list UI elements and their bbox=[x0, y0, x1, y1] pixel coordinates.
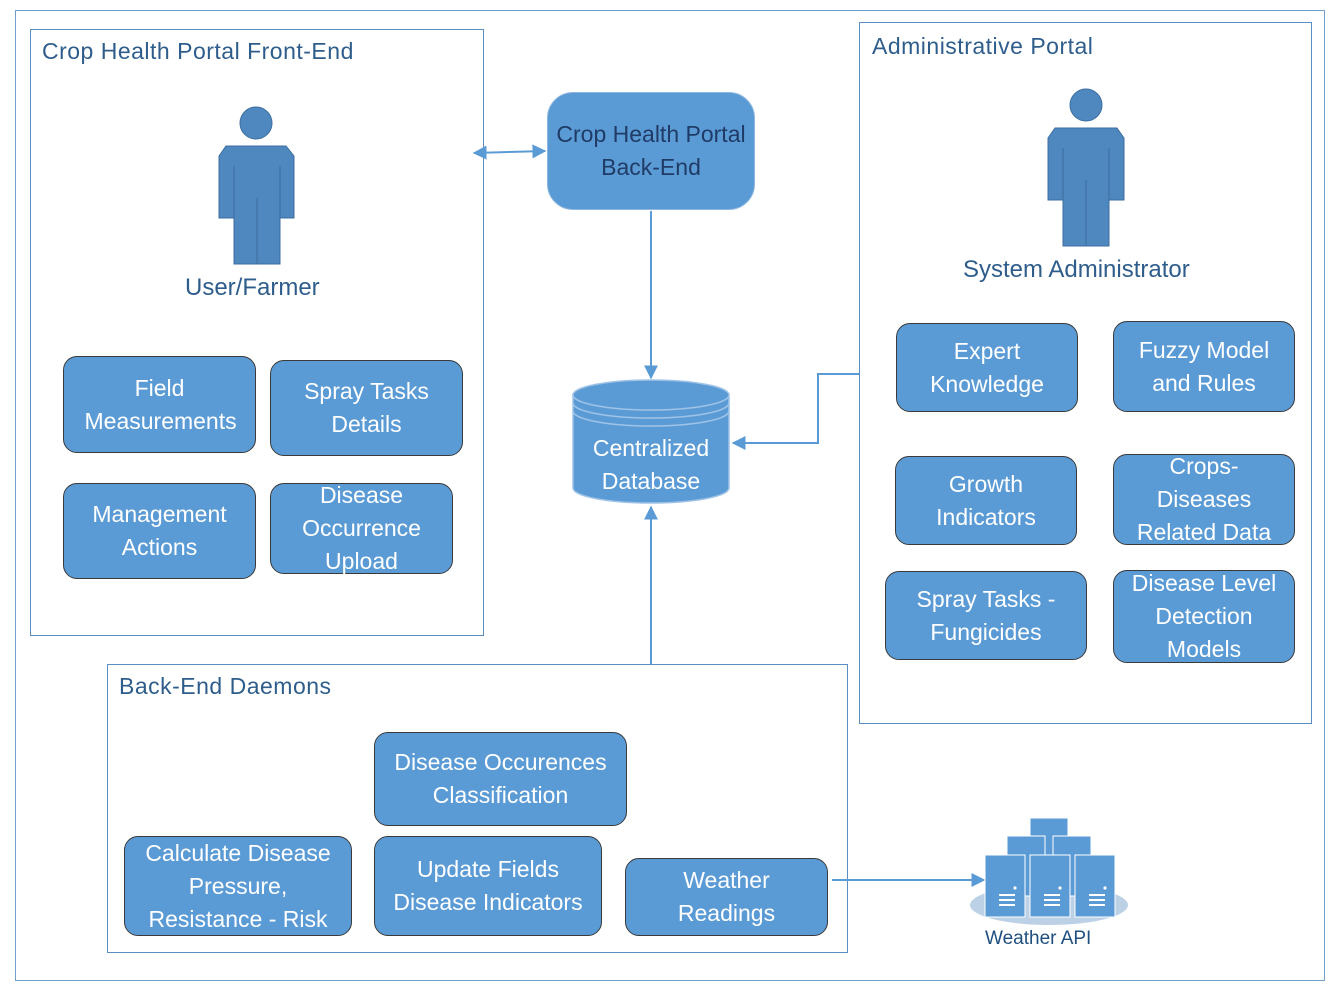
update-fields-disease-indicators-box: Update Fields Disease Indicators bbox=[374, 836, 602, 936]
spray-tasks-details-box: Spray Tasks Details bbox=[270, 360, 463, 456]
weather-readings-label: Weather Readings bbox=[677, 867, 776, 926]
field-measurements-label: Field Measurements bbox=[84, 374, 237, 434]
expert-knowledge-box: Expert Knowledge bbox=[896, 323, 1078, 412]
disease-occurences-classification-label: Disease Occurences Classification bbox=[394, 749, 607, 808]
crops-diseases-data-label: Crops-Diseases Related Data bbox=[1136, 453, 1272, 545]
admin-panel-title: Administrative Portal bbox=[872, 33, 1094, 59]
fuzzy-model-rules-label: Fuzzy Model and Rules bbox=[1138, 336, 1270, 396]
fuzzy-model-rules-box: Fuzzy Model and Rules bbox=[1113, 321, 1295, 412]
disease-occurences-classification-box: Disease Occurences Classification bbox=[374, 732, 627, 826]
update-fields-disease-indicators-label: Update Fields Disease Indicators bbox=[393, 856, 583, 915]
spray-tasks-fungicides-label: Spray Tasks - Fungicides bbox=[916, 585, 1056, 645]
crops-diseases-data-box: Crops-Diseases Related Data bbox=[1113, 453, 1295, 545]
growth-indicators-label: Growth Indicators bbox=[936, 470, 1036, 530]
frontend-panel-title: Crop Health Portal Front-End bbox=[42, 38, 354, 64]
system-administrator-label: System Administrator bbox=[963, 256, 1190, 283]
backend-box: Crop Health Portal Back-End bbox=[547, 92, 755, 210]
database-icon bbox=[572, 379, 730, 504]
weather-api-server-icon bbox=[970, 817, 1128, 925]
calculate-disease-pressure-label: Calculate Disease Pressure, Resistance -… bbox=[145, 839, 331, 932]
backend-label: Crop Health Portal Back-End bbox=[556, 121, 746, 180]
admin-database-connector bbox=[731, 373, 859, 450]
disease-level-detection-label: Disease Level Detection Models bbox=[1131, 570, 1277, 662]
disease-occurrence-upload-label: Disease Occurrence Upload bbox=[302, 482, 421, 574]
user-farmer-label: User/Farmer bbox=[185, 274, 320, 301]
user-farmer-icon bbox=[218, 106, 295, 265]
spray-tasks-details-label: Spray Tasks Details bbox=[304, 378, 429, 437]
frontend-backend-connector bbox=[472, 144, 547, 160]
calculate-disease-pressure-box: Calculate Disease Pressure, Resistance -… bbox=[124, 836, 352, 936]
system-administrator-icon bbox=[1047, 88, 1125, 247]
management-actions-label: Management Actions bbox=[92, 501, 227, 560]
weather-readings-box: Weather Readings bbox=[625, 858, 828, 936]
expert-knowledge-label: Expert Knowledge bbox=[930, 337, 1044, 397]
weather-api-label: Weather API bbox=[985, 928, 1092, 949]
disease-level-detection-box: Disease Level Detection Models bbox=[1113, 570, 1295, 663]
disease-occurrence-upload-box: Disease Occurrence Upload bbox=[270, 482, 453, 574]
field-measurements-box: Field Measurements bbox=[63, 356, 256, 453]
growth-indicators-box: Growth Indicators bbox=[895, 456, 1077, 545]
spray-tasks-fungicides-box: Spray Tasks - Fungicides bbox=[885, 571, 1087, 660]
management-actions-box: Management Actions bbox=[63, 483, 256, 579]
daemons-panel-title: Back-End Daemons bbox=[119, 673, 332, 699]
database-label: Centralized Database bbox=[592, 435, 710, 494]
